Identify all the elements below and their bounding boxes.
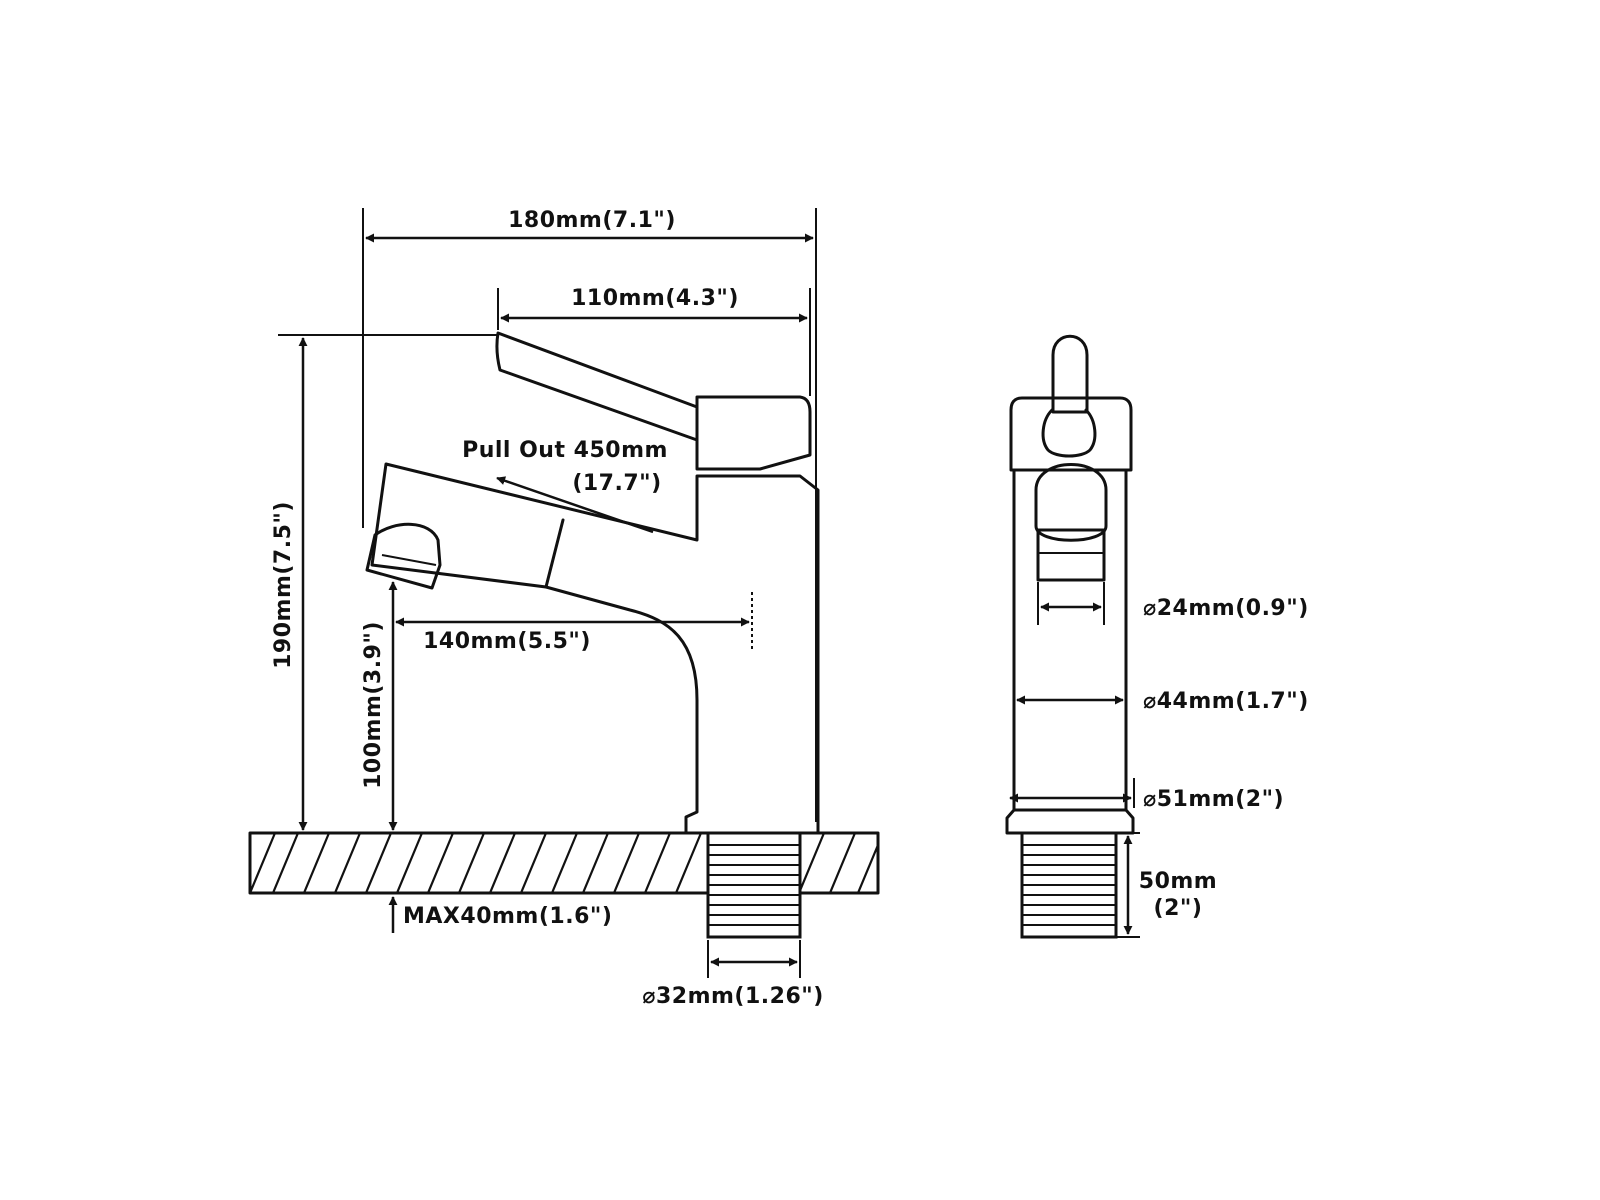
- label-shank-length: 50mm: [1139, 869, 1217, 894]
- pull-out-arrow: [496, 476, 654, 534]
- shank-threads: [708, 844, 800, 926]
- front-spout-head: [1034, 463, 1108, 542]
- front-view: ⌀24mm(0.9") ⌀44mm(1.7") ⌀51mm(2") 50mm (…: [1005, 334, 1309, 939]
- label-base-diameter: ⌀51mm(2"): [1143, 787, 1284, 812]
- label-height: 190mm(7.5"): [271, 501, 296, 669]
- label-shank-length-inch: (2"): [1154, 896, 1203, 921]
- label-body-diameter: ⌀44mm(1.7"): [1143, 689, 1309, 714]
- label-spout-height: 100mm(3.9"): [361, 621, 386, 789]
- countertop: [248, 831, 880, 895]
- label-overall-width: 180mm(7.1"): [508, 208, 676, 233]
- front-handle-block: [1009, 396, 1133, 472]
- label-reach: 140mm(5.5"): [423, 629, 591, 654]
- front-handle-stem: [1051, 334, 1089, 414]
- handle-cap: [695, 395, 812, 471]
- label-thread-diameter: ⌀32mm(1.26"): [642, 984, 824, 1009]
- label-pull-out: Pull Out 450mm: [462, 438, 668, 463]
- label-max-deck: MAX40mm(1.6"): [403, 904, 612, 929]
- front-handle-lever-tip: [1041, 408, 1097, 458]
- side-view: 180mm(7.1") 110mm(4.3") Pull Out 450mm (…: [248, 208, 880, 1009]
- label-pull-out-inch: (17.7"): [572, 471, 661, 496]
- label-spout-width: 110mm(4.3"): [571, 286, 739, 311]
- front-base: [1005, 808, 1135, 835]
- handle-lever: [495, 331, 699, 442]
- hose-seam: [544, 518, 565, 589]
- aerator-head: [365, 522, 442, 590]
- front-shank-threads: [1022, 844, 1116, 926]
- countertop-hatching: [248, 832, 880, 894]
- front-body: [1012, 468, 1128, 812]
- faucet-body: [370, 462, 820, 835]
- front-aerator: [1036, 528, 1106, 582]
- label-aerator-diameter: ⌀24mm(0.9"): [1143, 596, 1309, 621]
